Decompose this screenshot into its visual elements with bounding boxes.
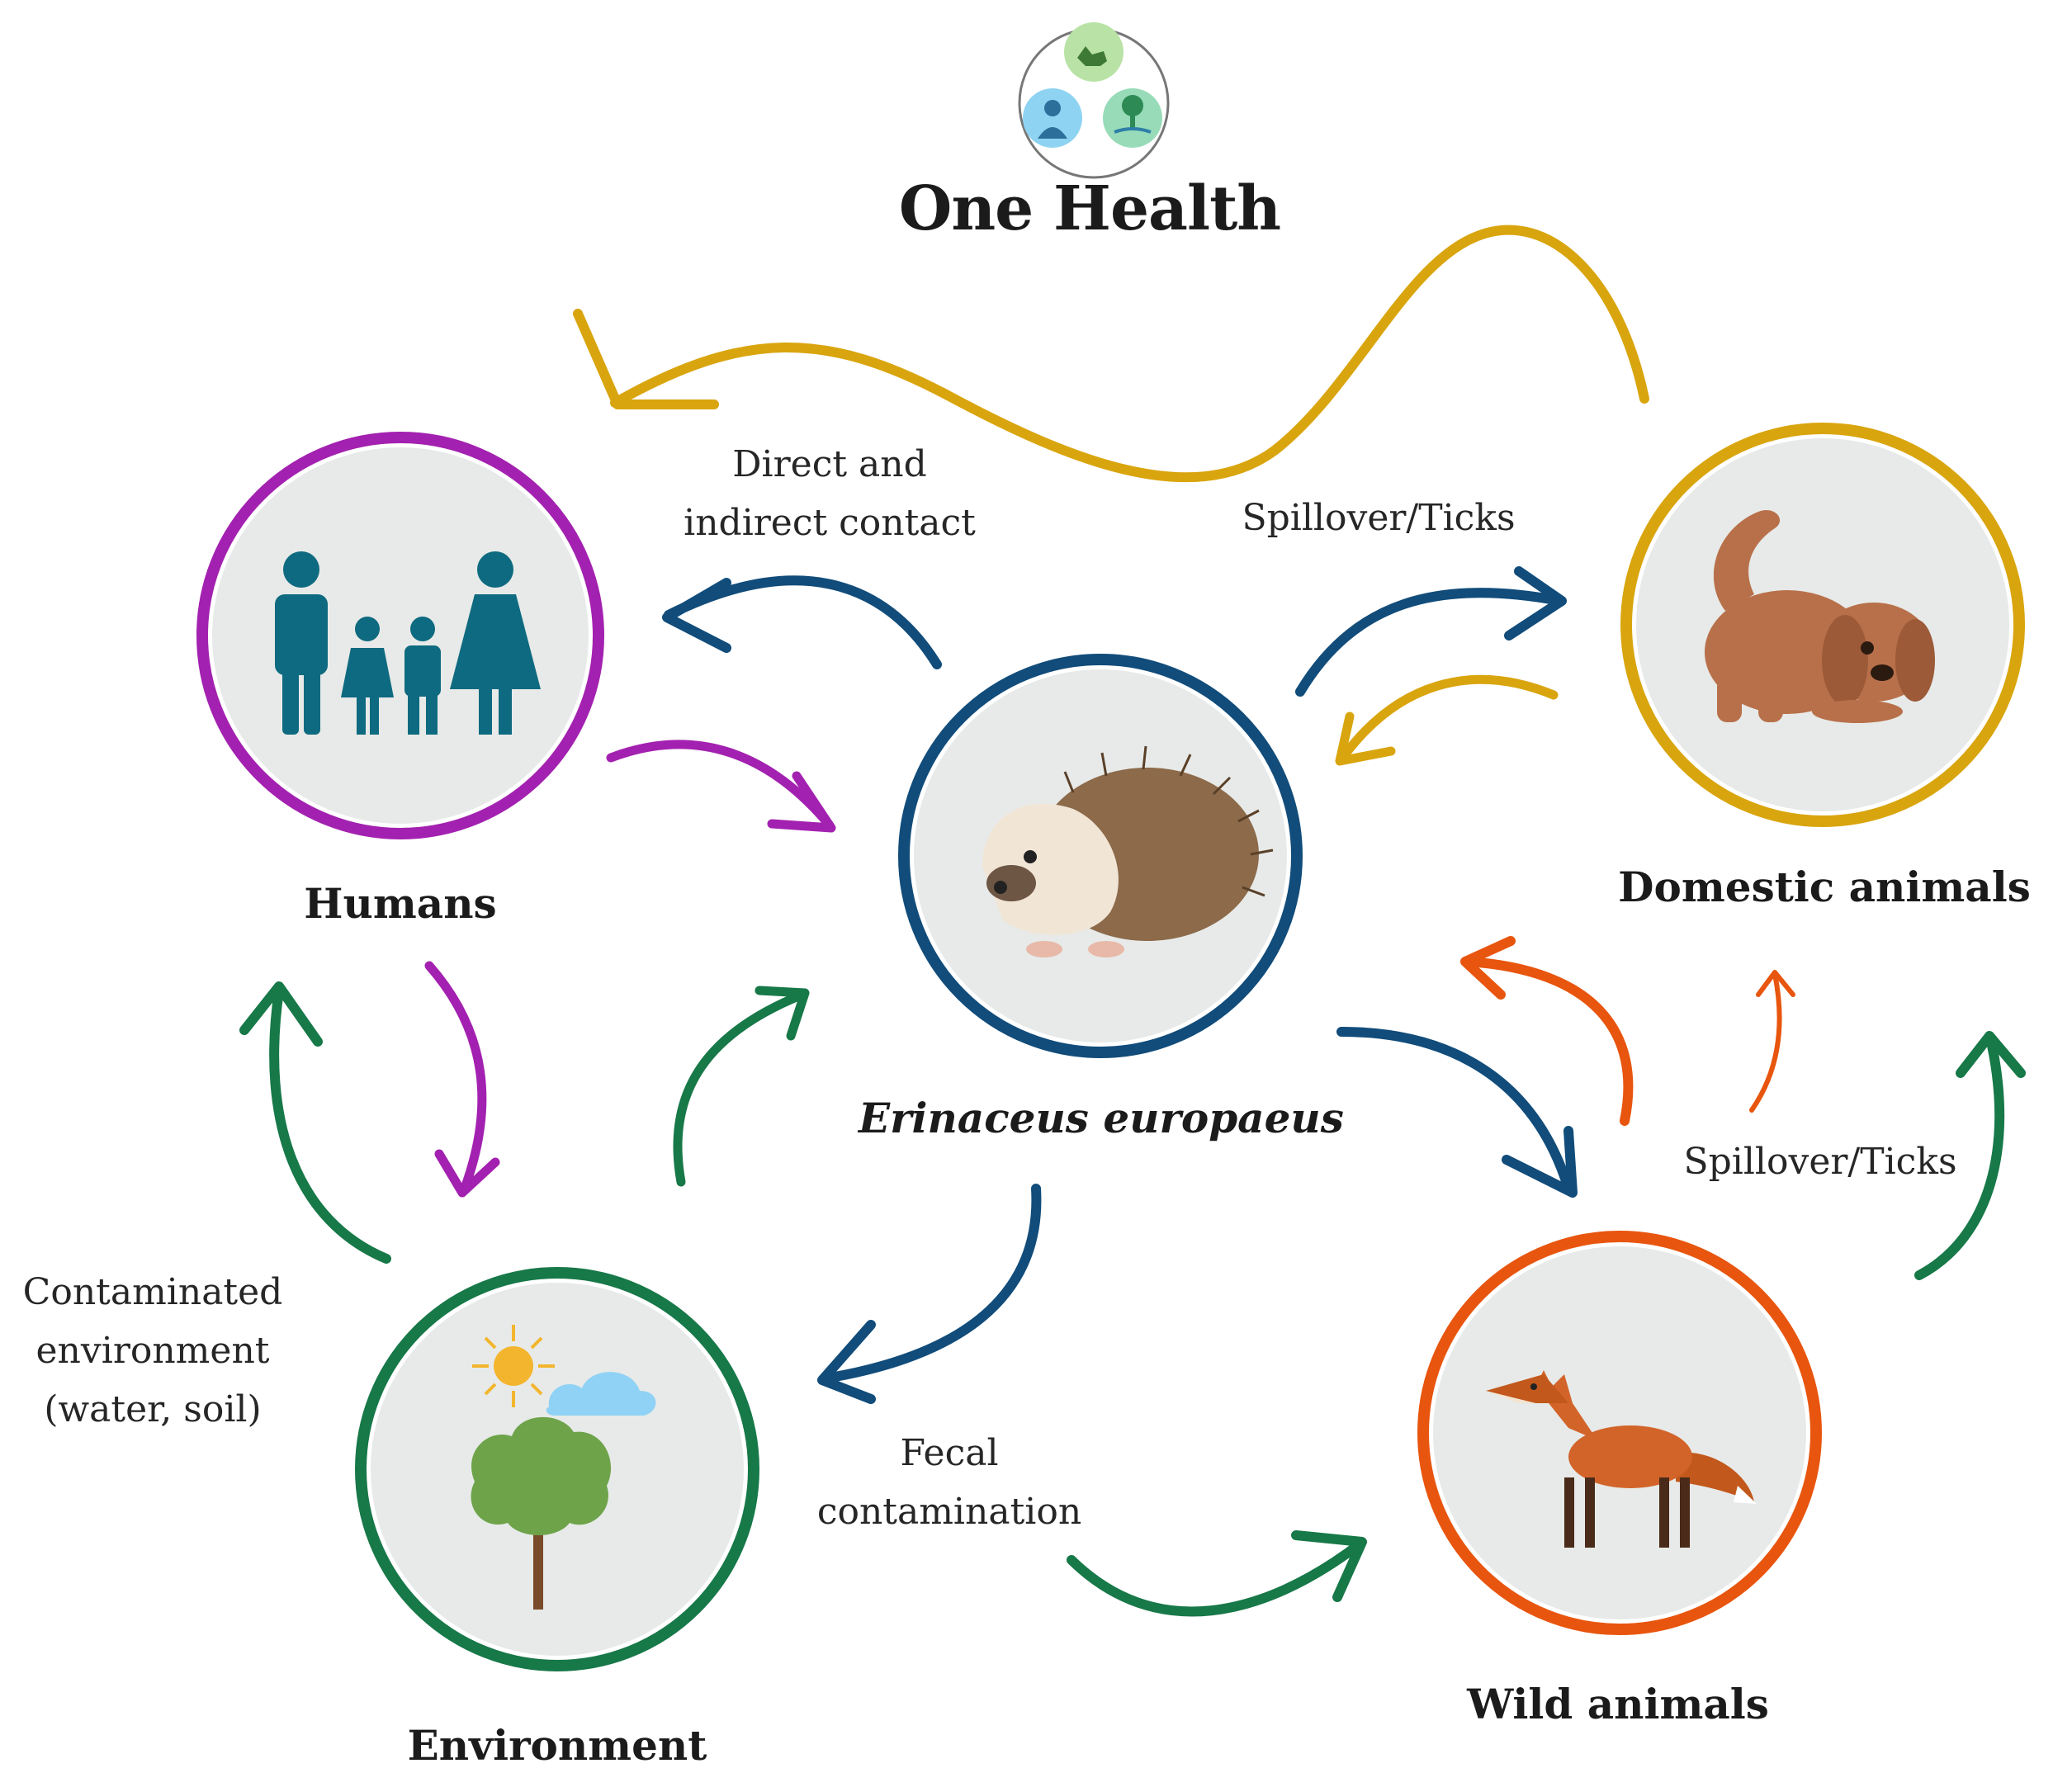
arrow-humans-to-environment [424, 961, 487, 1195]
node-domestic [1620, 423, 2025, 827]
family-icon [275, 551, 541, 735]
arrow-hedgehog-to-wild [1336, 1027, 1573, 1194]
edge-label-fecal: Fecal contamination [816, 1432, 1082, 1533]
node-environment [355, 1267, 759, 1671]
label-environment: Environment [407, 1721, 707, 1770]
arrow-hedgehog-to-humans [664, 575, 942, 669]
edge-label-spillover-top: Spillover/Ticks [1242, 497, 1516, 539]
puppy-icon [1705, 510, 1935, 723]
arrow-domestic-to-hedgehog [1336, 674, 1559, 764]
node-wild [1417, 1231, 1822, 1635]
arrow-humans-to-hedgehog [606, 740, 835, 830]
edge-label-direct-contact: Direct and indirect contact [684, 443, 976, 544]
arrow-hedgehog-to-domestic [1295, 588, 1565, 697]
tree-sun-cloud-icon [471, 1325, 656, 1610]
arrow-environment-to-humans [269, 986, 391, 1264]
label-humans: Humans [304, 879, 497, 928]
node-humans [196, 432, 604, 839]
label-hedgehog: Erinaceus europaeus [859, 1094, 1344, 1142]
label-domestic: Domestic animals [1618, 863, 2031, 911]
arrow-wild-to-domestic [1463, 957, 1634, 1126]
arrow-environment-to-hedgehog [673, 990, 807, 1187]
page-title: One Health [898, 173, 1281, 244]
label-wild: Wild animals [1467, 1680, 1769, 1728]
arrow-hedgehog-to-environment [821, 1184, 1042, 1383]
node-hedgehog [898, 654, 1303, 1058]
hedgehog-icon [982, 745, 1274, 957]
fox-icon [1486, 1370, 1757, 1548]
arrow-environment-to-wild [1067, 1539, 1365, 1617]
edge-label-contaminated: Contaminated environment (water, soil) [22, 1271, 283, 1430]
arrow-wild-side-to-domestic [1914, 1037, 2005, 1280]
arrow-domestic-to-humans [610, 225, 1649, 483]
one-health-logo-icon [1018, 22, 1170, 179]
edge-label-spillover-right: Spillover/Ticks [1683, 1141, 1957, 1183]
arrow-wild-to-domestic-thin [1749, 972, 1782, 1113]
